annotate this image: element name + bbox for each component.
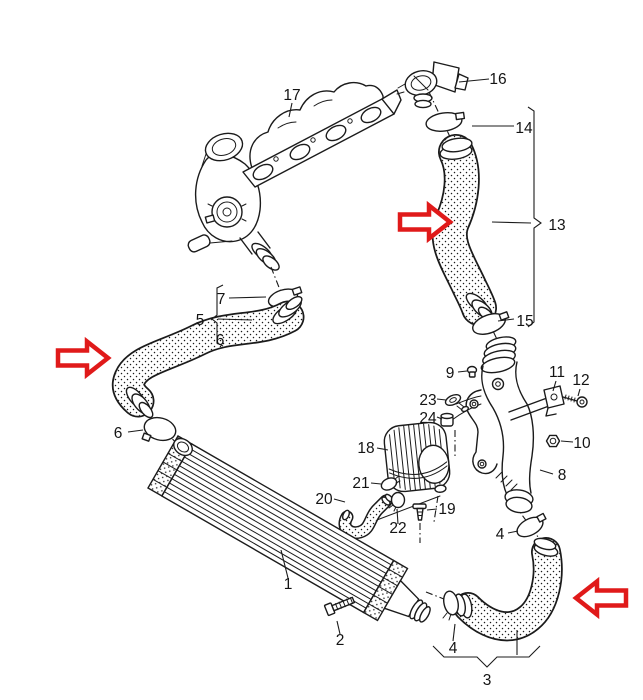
turbocharger-manifold-illustration	[187, 81, 402, 271]
part-13-hose	[431, 134, 497, 326]
part-9-cap	[466, 365, 478, 378]
highlight-arrow-right-2	[397, 200, 454, 244]
part-4-clamp-left	[442, 590, 459, 621]
part-6-clamp	[141, 416, 177, 442]
part-10-nut	[545, 434, 561, 448]
highlight-arrow-left-3	[572, 576, 629, 620]
part-19-rivet	[412, 503, 427, 521]
part-callout-20: 20	[315, 491, 333, 508]
part-15-hose-clamp	[472, 311, 510, 335]
part-callout-5: 5	[196, 312, 205, 329]
part-callout-9: 9	[446, 365, 455, 382]
part-callout-24: 24	[419, 410, 437, 427]
part-18-resonator	[383, 421, 451, 493]
part-16-fitting	[396, 61, 469, 109]
part-2-bolt	[323, 596, 356, 617]
part-callout-4: 4	[449, 640, 458, 657]
part-callout-6: 6	[216, 332, 225, 349]
part-callout-12: 12	[572, 372, 589, 389]
part-23-mount	[444, 394, 470, 413]
part-14-hose-clamp	[425, 111, 466, 132]
part-callout-7: 7	[217, 291, 226, 308]
highlight-arrows-layer	[55, 200, 629, 620]
part-callout-2: 2	[336, 632, 345, 649]
group-brackets	[211, 106, 542, 668]
part-callout-1: 1	[284, 576, 293, 593]
part-21-clamp	[380, 475, 401, 491]
part-callout-17: 17	[283, 87, 300, 104]
part-callout-10: 10	[573, 435, 591, 452]
leader-lines	[127, 78, 581, 655]
part-3-hose	[453, 537, 563, 642]
part-callout-4: 4	[496, 526, 505, 543]
highlight-arrow-right-1	[55, 336, 112, 380]
part-callout-21: 21	[352, 475, 369, 492]
part-callout-8: 8	[558, 467, 567, 484]
part-callout-3: 3	[483, 672, 492, 689]
part-callout-19: 19	[438, 501, 455, 518]
part-8-charge-pipe	[451, 336, 550, 514]
part-24-grommet	[440, 412, 454, 427]
part-callout-14: 14	[515, 120, 533, 137]
part-11-bracket	[543, 385, 565, 417]
part-20-hose	[338, 493, 394, 540]
part-22-clamp	[388, 491, 406, 512]
part-callout-16: 16	[489, 71, 506, 88]
part-callout-15: 15	[516, 313, 533, 330]
part-callout-23: 23	[419, 392, 436, 409]
part-1-intercooler	[147, 435, 431, 623]
part-callout-18: 18	[357, 440, 374, 457]
part-callout-6: 6	[114, 425, 123, 442]
part-callout-11: 11	[549, 364, 565, 381]
part-12-screw	[562, 394, 588, 408]
part-6-hose	[111, 295, 305, 419]
part-4-clamp-right	[516, 512, 547, 538]
part-callout-13: 13	[548, 217, 565, 234]
part-callout-22: 22	[389, 520, 406, 537]
